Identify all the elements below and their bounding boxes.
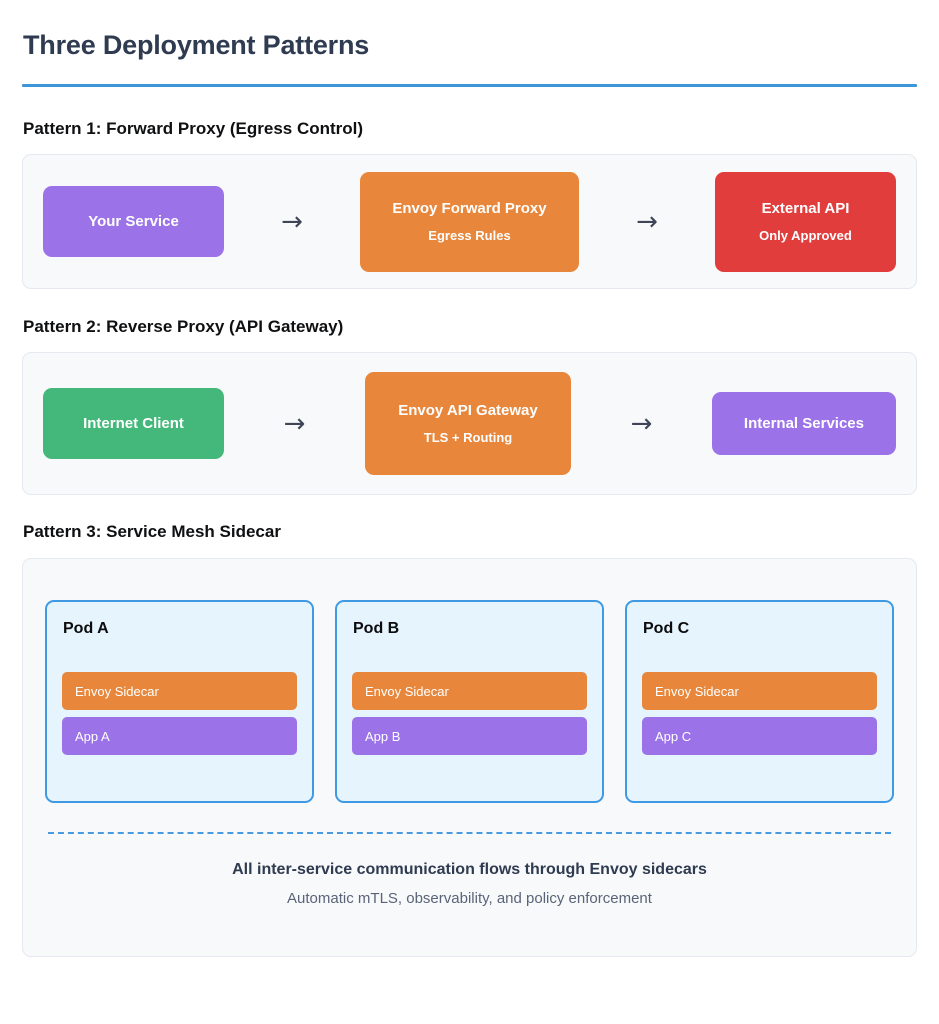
node-title: Your Service (88, 213, 179, 230)
mesh-subcaption: Automatic mTLS, observability, and polic… (287, 890, 652, 907)
node-your-service[interactable]: Your Service (43, 186, 224, 257)
node-internet-client[interactable]: Internet Client (43, 388, 224, 459)
arrow-right-icon: → (630, 408, 653, 439)
title-underline-rule (22, 84, 917, 87)
pod-bar-envoy-sidecar[interactable]: Envoy Sidecar (352, 672, 587, 710)
pod-b[interactable]: Pod B Envoy Sidecar App B (335, 600, 604, 803)
node-envoy-forward-proxy[interactable]: Envoy Forward Proxy Egress Rules (359, 171, 579, 272)
pod-bars: Envoy Sidecar App C (642, 672, 877, 755)
pod-c[interactable]: Pod C Envoy Sidecar App C (625, 600, 894, 803)
service-mesh-panel: Pod A Envoy Sidecar App A Pod B Envoy Si… (22, 558, 917, 957)
pattern-2-flow-panel: Internet Client → Envoy API Gateway TLS … (22, 352, 917, 495)
pod-bar-app[interactable]: App B (352, 717, 587, 755)
arrow-right-icon: → (636, 206, 658, 237)
pods-row: Pod A Envoy Sidecar App A Pod B Envoy Si… (45, 600, 894, 803)
pod-bar-label: App A (75, 728, 110, 744)
node-envoy-api-gateway[interactable]: Envoy API Gateway TLS + Routing (364, 372, 571, 475)
node-title: Internal Services (743, 415, 864, 432)
pod-bars: Envoy Sidecar App A (62, 672, 297, 755)
pod-bar-label: Envoy Sidecar (365, 683, 449, 699)
section-heading-pattern-3: Pattern 3: Service Mesh Sidecar (23, 522, 281, 541)
node-internal-services[interactable]: Internal Services (711, 392, 896, 455)
pod-label: Pod A (63, 620, 109, 637)
pod-bar-envoy-sidecar[interactable]: Envoy Sidecar (642, 672, 877, 710)
section-heading-pattern-2: Pattern 2: Reverse Proxy (API Gateway) (23, 317, 344, 336)
page-title: Three Deployment Patterns (23, 30, 370, 60)
node-title: Envoy API Gateway (398, 402, 538, 419)
pattern-1-flow-panel: Your Service → Envoy Forward Proxy Egres… (22, 154, 917, 289)
mesh-caption: All inter-service communication flows th… (232, 861, 707, 878)
node-title: Envoy Forward Proxy (392, 200, 547, 217)
pod-bar-label: App B (365, 728, 401, 744)
pod-bars: Envoy Sidecar App B (352, 672, 587, 755)
pod-bar-envoy-sidecar[interactable]: Envoy Sidecar (62, 672, 297, 710)
arrow-right-icon: → (283, 408, 306, 439)
pod-bar-app[interactable]: App C (642, 717, 877, 755)
node-title: Internet Client (83, 415, 184, 432)
pod-bar-app[interactable]: App A (62, 717, 297, 755)
node-title: External API (761, 200, 850, 217)
pod-bar-label: Envoy Sidecar (655, 683, 739, 699)
node-subtitle: Egress Rules (428, 228, 511, 243)
node-external-api[interactable]: External API Only Approved (714, 171, 896, 272)
node-subtitle: Only Approved (759, 228, 852, 243)
node-subtitle: TLS + Routing (423, 430, 513, 445)
pod-bar-label: App C (655, 728, 692, 744)
mesh-dashed-divider (48, 832, 891, 834)
pod-a[interactable]: Pod A Envoy Sidecar App A (45, 600, 314, 803)
pod-bar-label: Envoy Sidecar (75, 683, 159, 699)
pod-label: Pod C (643, 620, 690, 637)
pod-label: Pod B (353, 620, 400, 637)
arrow-right-icon: → (281, 206, 303, 237)
section-heading-pattern-1: Pattern 1: Forward Proxy (Egress Control… (23, 119, 364, 138)
